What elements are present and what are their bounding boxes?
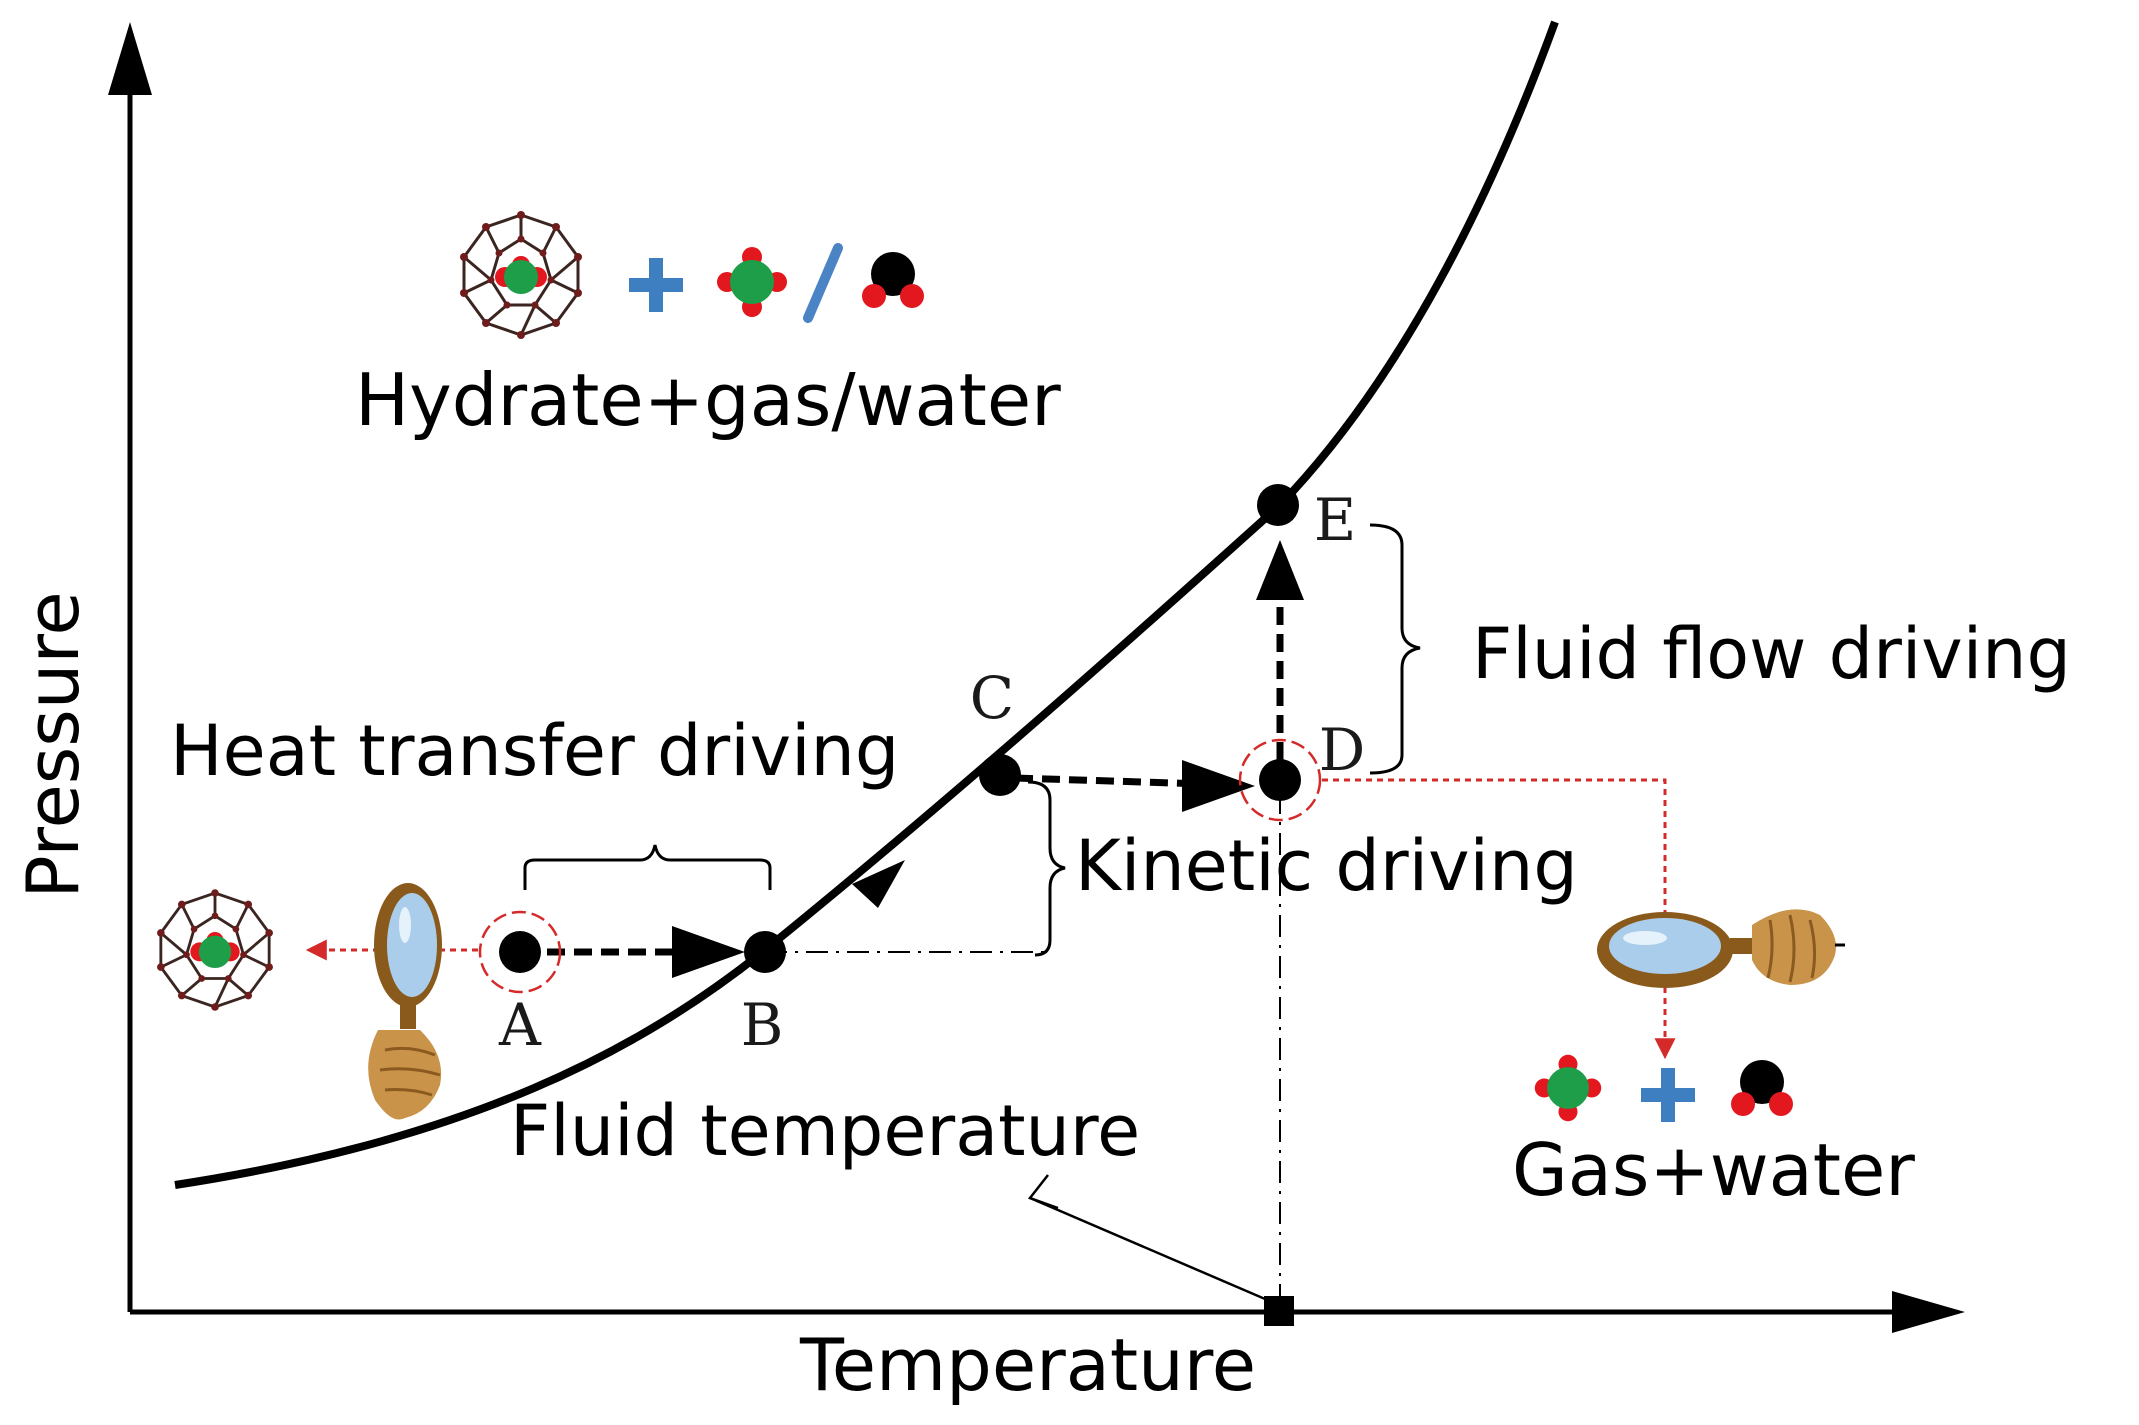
magnifier-icon [368,883,442,1120]
point-E-label: E [1314,486,1356,554]
hydrate-cage-icon [155,887,275,1013]
process-arrows [520,540,1304,978]
gas-water-region-label: Gas+water [1512,1128,1915,1212]
water-molecule-icon [862,252,924,308]
fluid-flow-label: Fluid flow driving [1472,613,2071,695]
y-axis-label: Pressure [11,591,95,898]
point-D-label: D [1319,716,1366,784]
heat-transfer-brace [523,844,772,890]
right-observation-group [1322,778,1845,1122]
phase-equilibrium-curve [174,20,1559,1189]
y-axis-arrowhead [108,22,152,95]
axes [108,22,1965,1333]
point-C-label: C [970,664,1014,732]
left-observation-group [155,883,478,1120]
slash-icon [803,243,843,323]
plus-icon [1641,1068,1695,1122]
magnifier-icon [1597,909,1845,988]
fluid-temperature-label: Fluid temperature [510,1090,1140,1172]
point-B-marker [744,931,786,973]
plus-icon [629,258,683,312]
curve-direction-arrow [852,860,905,908]
point-A-marker [478,910,562,994]
fluid-temperature-pointer [1027,1174,1294,1326]
kinetic-brace [1027,780,1066,957]
x-axis-label: Temperature [799,1323,1256,1407]
hydrate-cage-icon [458,209,584,341]
hydrate-region-label: Hydrate+gas/water [355,358,1061,442]
point-C-marker [979,754,1021,796]
x-axis-arrowhead [1892,1291,1965,1333]
heat-transfer-label: Heat transfer driving [170,710,899,792]
point-markers [478,484,1322,994]
point-E-marker [1257,484,1299,526]
methane-molecule-icon [1534,1054,1602,1122]
guide-lines [765,792,1281,1300]
fluid-flow-brace [1369,523,1421,775]
hydrate-composition-icons [458,209,924,341]
water-molecule-icon [1731,1060,1793,1116]
point-D-ring [1238,738,1322,822]
methane-molecule-icon [717,247,787,317]
point-A-label: A [498,991,542,1059]
point-D-marker [1259,759,1301,801]
kinetic-label: Kinetic driving [1075,825,1578,907]
point-B-label: B [741,991,784,1059]
